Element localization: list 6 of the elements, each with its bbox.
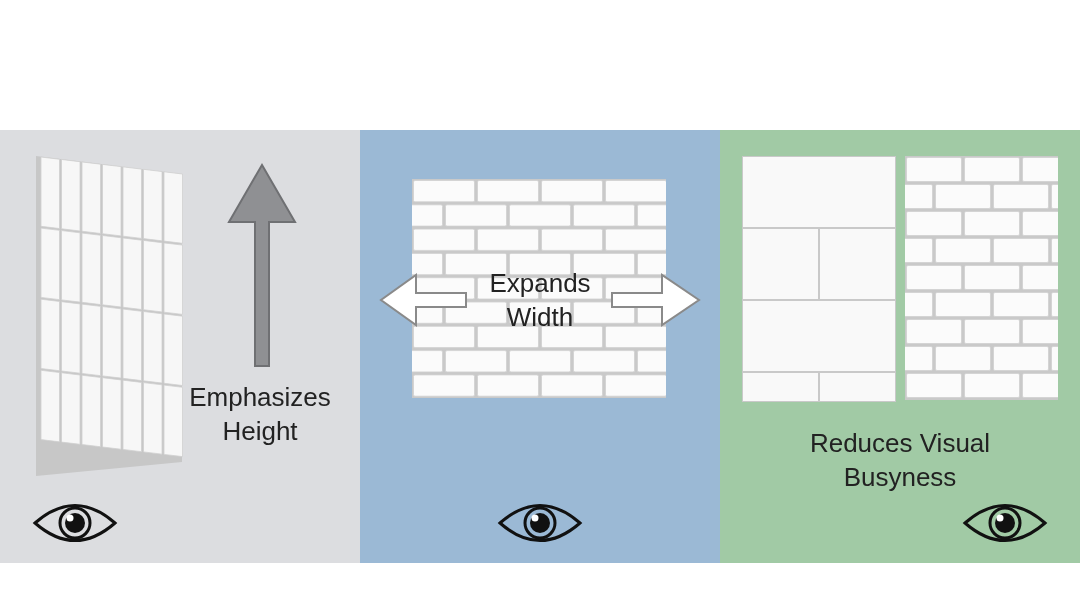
caption-text: Expands Width [488,267,592,334]
panel [720,130,1080,563]
caption-text: Emphasizes Height [188,381,332,448]
caption-text: Reduces Visual Busyness [808,427,992,494]
panel [0,130,360,563]
panel [360,130,720,563]
